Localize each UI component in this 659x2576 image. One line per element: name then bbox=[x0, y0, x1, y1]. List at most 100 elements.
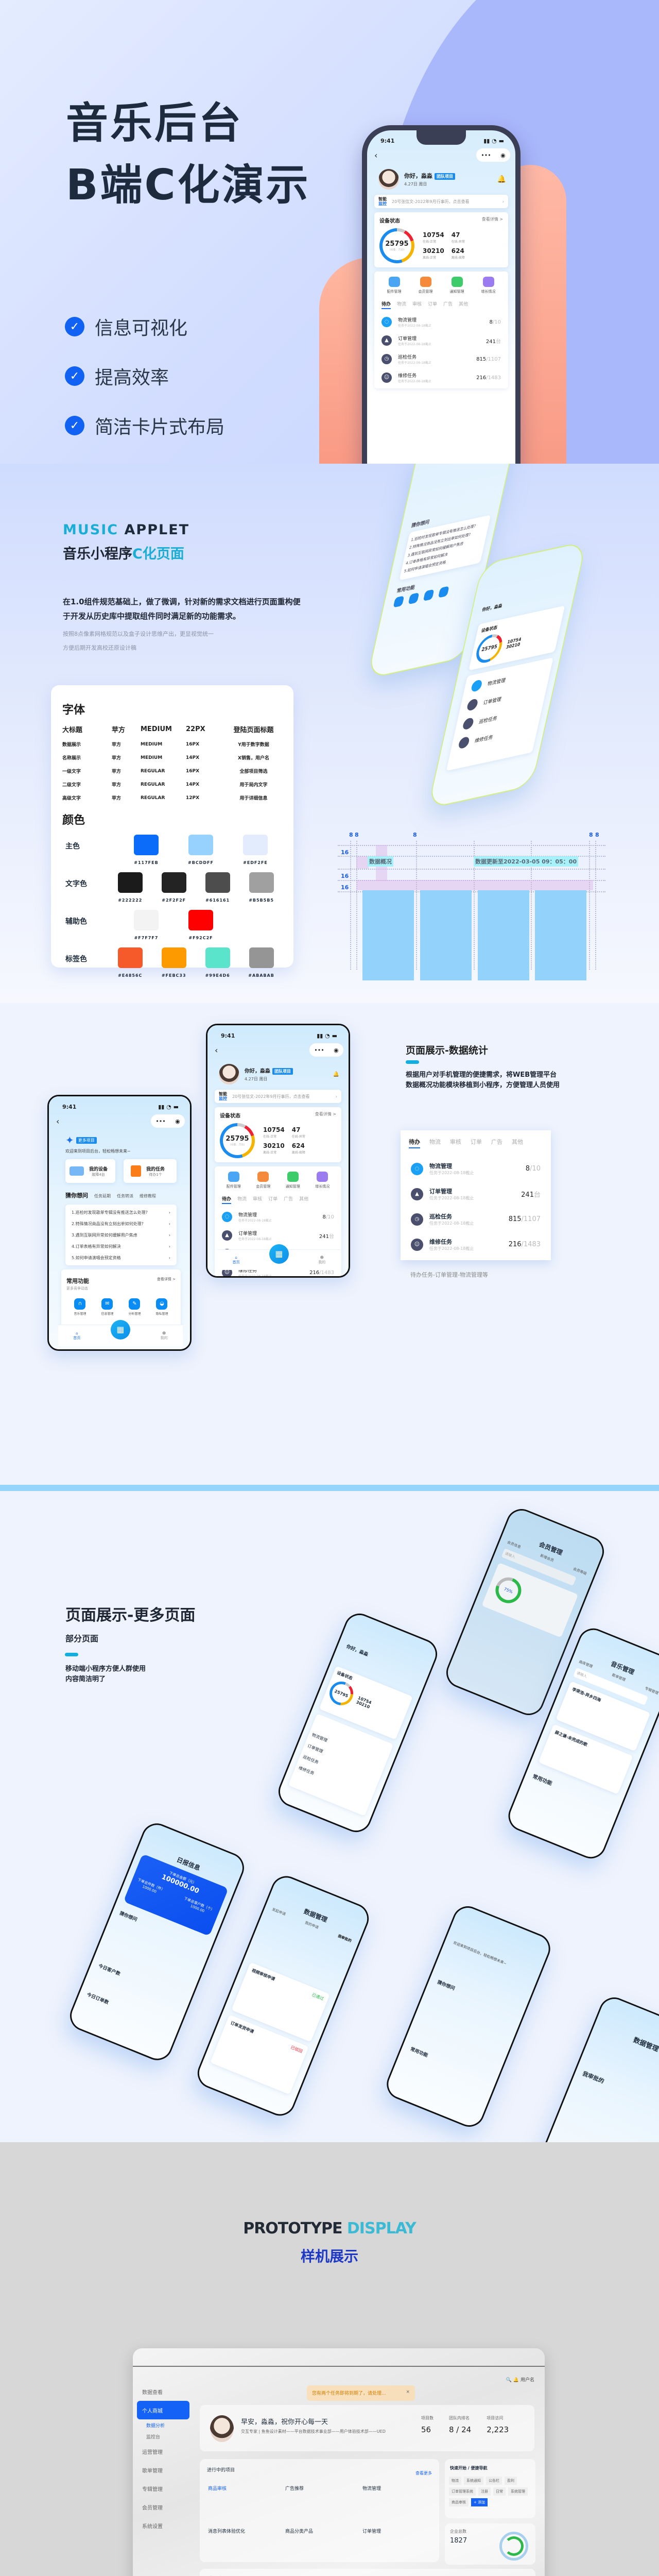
avatar[interactable] bbox=[378, 169, 399, 190]
top-user-menu[interactable]: 🔍 🔔 用户名 bbox=[506, 2378, 534, 2383]
tab-ads[interactable]: 广告 bbox=[491, 1139, 502, 1145]
faq-tab[interactable]: 任务延期 bbox=[94, 1194, 111, 1198]
quick-nav-chip[interactable]: 商品审核 bbox=[449, 2498, 469, 2506]
quick-item-members[interactable]: 会员管理 bbox=[419, 277, 433, 294]
tab-order[interactable]: 订单 bbox=[471, 1139, 482, 1145]
tab-logistics[interactable]: 物流 bbox=[429, 1139, 441, 1145]
quick-nav-chip[interactable]: 物流 bbox=[449, 2477, 461, 2485]
my-tasks-card[interactable]: 我的任务待办1个 bbox=[124, 1159, 177, 1183]
sidebar-item[interactable]: 系统设置 bbox=[142, 2523, 163, 2530]
alert-banner[interactable]: 您有两个任务即将到期了，请处理...× bbox=[307, 2385, 415, 2401]
tab-logistics[interactable]: 物流 bbox=[237, 1197, 247, 1202]
tab-todo[interactable]: 待办 bbox=[381, 300, 391, 309]
quick-nav-chip[interactable]: 系统通知 bbox=[464, 2477, 483, 2485]
sidebar-item[interactable]: 专辑管理 bbox=[142, 2486, 163, 2493]
tab-todo[interactable]: 待办 bbox=[222, 1195, 232, 1204]
tab-ads[interactable]: 广告 bbox=[284, 1197, 293, 1202]
nav-me[interactable]: ☻我的 bbox=[318, 1255, 326, 1264]
tab-review[interactable]: 审核 bbox=[253, 1197, 263, 1202]
tab-other[interactable]: 其他 bbox=[459, 302, 469, 307]
quick-item-members[interactable]: 会员管理 bbox=[256, 1172, 270, 1189]
view-more-link[interactable]: 查看更多 bbox=[415, 2471, 432, 2476]
sidebar-item[interactable]: 运营管理 bbox=[142, 2449, 163, 2455]
tab-review[interactable]: 审核 bbox=[450, 1139, 461, 1145]
close-target-icon[interactable]: ◉ bbox=[500, 151, 506, 159]
quick-nav-chip[interactable]: 盈利 bbox=[505, 2477, 517, 2485]
capsule-menu[interactable]: •••◉ bbox=[309, 1043, 343, 1057]
faq-item[interactable]: 3.遇到互联网异常如何缓解用户焦虑› bbox=[72, 1232, 170, 1238]
quick-nav-chip[interactable]: 公告栏 bbox=[486, 2477, 502, 2485]
quick-nav-chip[interactable]: 注册 bbox=[478, 2487, 491, 2496]
back-icon[interactable]: ‹ bbox=[374, 150, 378, 160]
sidebar-subitem[interactable]: 监控台 bbox=[146, 2434, 161, 2440]
func-privacy[interactable]: ◒隐私管理 bbox=[155, 1298, 168, 1316]
bell-icon[interactable]: 🔔 bbox=[497, 175, 506, 183]
tab-review[interactable]: 审核 bbox=[412, 302, 422, 307]
avatar[interactable] bbox=[219, 1064, 239, 1084]
faq-tab[interactable]: 任务转派 bbox=[117, 1194, 133, 1198]
sidebar-subitem[interactable]: 数据分析 bbox=[146, 2423, 165, 2429]
close-icon[interactable]: × bbox=[406, 2389, 410, 2395]
capsule-menu[interactable]: ••• ◉ bbox=[476, 148, 510, 162]
quick-nav-chip[interactable]: 日常 bbox=[493, 2487, 506, 2496]
signal-battery-icon: ▮▮ ◔ ▬ bbox=[317, 1032, 337, 1039]
quick-item-notify[interactable]: 通知管理 bbox=[450, 277, 464, 294]
tab-logistics[interactable]: 物流 bbox=[397, 302, 407, 307]
quick-item-notify[interactable]: 通知管理 bbox=[286, 1172, 300, 1189]
tab-order[interactable]: 订单 bbox=[268, 1197, 278, 1202]
faq-item[interactable]: 4.订单表格有异常如何解决› bbox=[72, 1244, 170, 1249]
faq-item[interactable]: 5.如何申请演唱会预定资格› bbox=[72, 1255, 170, 1260]
back-icon[interactable]: ‹ bbox=[215, 1045, 218, 1055]
more-icon[interactable]: ••• bbox=[481, 151, 491, 159]
func-analysis[interactable]: ✎分析管理 bbox=[128, 1298, 141, 1316]
nav-me[interactable]: ☻我的 bbox=[160, 1331, 168, 1340]
quick-nav-chip[interactable]: 订单管理系统 bbox=[449, 2487, 476, 2496]
quick-nav-chip[interactable]: 系统管理 bbox=[508, 2487, 528, 2496]
faq-tab[interactable]: 维修教程 bbox=[140, 1194, 156, 1198]
quick-item-growth[interactable]: 增长情况 bbox=[315, 1172, 330, 1189]
tab-other[interactable]: 其他 bbox=[512, 1139, 523, 1145]
my-devices-card[interactable]: 我的设备故障4台 bbox=[65, 1159, 115, 1183]
sidebar-item-active[interactable]: 个人商城 bbox=[137, 2401, 189, 2419]
bell-icon[interactable]: 🔔 bbox=[333, 1071, 339, 1077]
faq-item[interactable]: 1.巡检时发现歌单专辑没有推送怎么处理?› bbox=[72, 1210, 170, 1215]
func-music[interactable]: ∩音乐管理 bbox=[74, 1298, 86, 1316]
more-icon[interactable]: ••• bbox=[155, 1117, 166, 1125]
faq-item[interactable]: 2.特殊情况商品没有立刻出单如何处理?› bbox=[72, 1221, 170, 1226]
nav-home[interactable]: ⌂首页 bbox=[232, 1255, 240, 1264]
capsule-menu[interactable]: ••• ◉ bbox=[151, 1114, 185, 1128]
sidebar-item[interactable]: 数据查看 bbox=[142, 2389, 163, 2396]
close-target-icon[interactable]: ◉ bbox=[175, 1117, 180, 1125]
apps-fab[interactable]: ▦ bbox=[269, 1244, 289, 1264]
apps-fab[interactable]: ▦ bbox=[110, 1319, 130, 1340]
sidebar-item[interactable]: 歌单管理 bbox=[142, 2468, 163, 2474]
view-details-link[interactable]: 查看详情 > bbox=[157, 1277, 176, 1281]
more-projects-tag[interactable]: 更多项目 bbox=[76, 1137, 97, 1144]
quick-item-growth[interactable]: 增长情况 bbox=[481, 277, 496, 294]
tab-todo[interactable]: 待办 bbox=[409, 1138, 420, 1148]
quick-item-parts[interactable]: 配件管理 bbox=[227, 1172, 241, 1189]
view-details-link[interactable]: 查看详情 > bbox=[315, 1112, 336, 1116]
tab-ads[interactable]: 广告 bbox=[443, 302, 453, 307]
add-quick-nav-button[interactable]: + 添加 bbox=[471, 2498, 488, 2506]
nav-home[interactable]: ⌂首页 bbox=[73, 1331, 81, 1340]
tab-order[interactable]: 订单 bbox=[428, 302, 438, 307]
view-details-link[interactable]: 查看详情 > bbox=[481, 217, 503, 222]
sidebar-item[interactable]: 会员管理 bbox=[142, 2505, 163, 2511]
quick-item-parts[interactable]: 配件管理 bbox=[387, 277, 402, 294]
tab-other[interactable]: 其他 bbox=[299, 1197, 309, 1202]
back-icon[interactable]: ‹ bbox=[56, 1116, 60, 1126]
func-info[interactable]: ✉信息管理 bbox=[101, 1298, 114, 1316]
